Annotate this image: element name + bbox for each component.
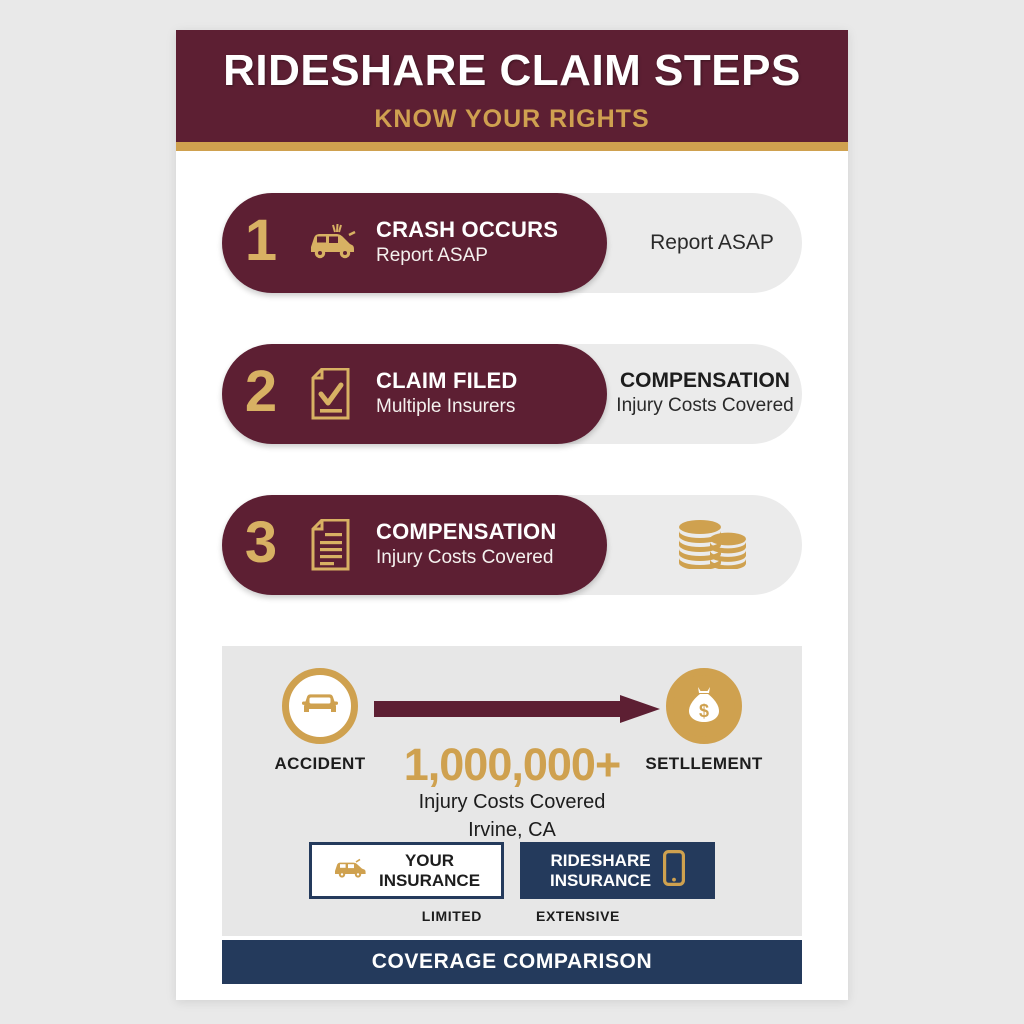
stat-line-2: Irvine, CA <box>468 819 556 841</box>
step-number-1: 1 <box>244 208 278 273</box>
smartphone-icon <box>663 850 686 891</box>
step-row-2: COMPENSATION Injury Costs Covered 2 CLAI… <box>222 344 802 444</box>
step-ghost-title-2: COMPENSATION <box>620 369 790 393</box>
step-pill-1[interactable]: 1 <box>222 193 607 293</box>
rideshare-insurance-label: RIDESHARE INSURANCE <box>550 851 651 890</box>
step-desc-2: Multiple Insurers <box>376 396 516 418</box>
footer-label: COVERAGE COMPARISON <box>371 950 653 973</box>
step-text-3: COMPENSATION Injury Costs Covered <box>362 519 557 570</box>
step-desc-3: Injury Costs Covered <box>376 547 554 569</box>
rideshare-insurance-caption: EXTENSIVE <box>536 908 620 924</box>
your-insurance-line-2: INSURANCE <box>378 870 481 890</box>
insurance-compare-row: YOUR INSURANCE RIDESHARE INSURANCE <box>222 842 802 899</box>
your-insurance-caption: LIMITED <box>421 908 482 924</box>
step-row-1: Report ASAP 1 <box>222 193 802 293</box>
coin-stacks-icon <box>676 517 748 574</box>
footer-bar: COVERAGE COMPARISON <box>222 940 802 984</box>
step-text-2: CLAIM FILED Multiple Insurers <box>362 368 518 419</box>
page-subtitle: KNOW YOUR RIGHTS <box>374 105 650 133</box>
step-ghost-content-1: Report ASAP <box>622 193 802 293</box>
step-ghost-desc-2: Injury Costs Covered <box>616 395 794 417</box>
car-front-icon <box>300 690 340 723</box>
steps-list: Report ASAP 1 <box>176 151 848 595</box>
step-title-3: COMPENSATION <box>376 519 557 545</box>
settlement-label: SETLLEMENT <box>645 754 763 773</box>
poster-header: RIDESHARE CLAIM STEPS KNOW YOUR RIGHTS <box>176 30 848 142</box>
document-lines-icon <box>300 519 362 571</box>
infographic-poster: RIDESHARE CLAIM STEPS KNOW YOUR RIGHTS R… <box>176 30 848 1000</box>
your-insurance-box[interactable]: YOUR INSURANCE <box>309 842 504 899</box>
step-ghost-plain-1: Report ASAP <box>650 231 774 254</box>
statistic-block: 1,000,000+ Injury Costs Covered Irvine, … <box>222 742 802 843</box>
money-bag-icon: $ <box>685 684 723 729</box>
stat-line-1: Injury Costs Covered <box>418 791 606 813</box>
car-side-icon <box>333 857 367 884</box>
step-pill-2[interactable]: 2 CLAIM FILED Multiple Insurers <box>222 344 607 444</box>
gold-divider <box>176 142 848 151</box>
settlement-icon-badge: $ <box>666 668 742 744</box>
stat-number: 1,000,000+ <box>403 739 621 790</box>
accident-to-settlement-flow: $ ACCIDENT SETLLEMENT <box>222 646 802 776</box>
step-row-3: 3 COMPENSATION Injury Costs Covered <box>222 495 802 595</box>
step-ghost-content-2: COMPENSATION Injury Costs Covered <box>612 344 798 444</box>
document-check-icon <box>300 368 362 420</box>
coverage-captions: LIMITED EXTENSIVE <box>222 908 802 924</box>
step-number-2: 2 <box>244 359 278 424</box>
accident-icon-badge <box>282 668 358 744</box>
accident-label: ACCIDENT <box>274 754 366 773</box>
right-arrow-icon <box>374 695 660 723</box>
step-number-3: 3 <box>244 510 278 575</box>
step-title-2: CLAIM FILED <box>376 368 518 394</box>
crashed-car-icon <box>300 223 362 263</box>
your-insurance-label: YOUR INSURANCE <box>379 851 480 890</box>
step-desc-1: Report ASAP <box>376 245 488 267</box>
page-title: RIDESHARE CLAIM STEPS <box>223 46 801 95</box>
svg-text:$: $ <box>699 701 709 721</box>
step-title-1: CRASH OCCURS <box>376 217 559 243</box>
step-ghost-content-3 <box>622 495 802 595</box>
rideshare-insurance-box[interactable]: RIDESHARE INSURANCE <box>520 842 715 899</box>
rideshare-insurance-line-2: INSURANCE <box>549 870 652 890</box>
your-insurance-line-1: YOUR <box>404 850 455 870</box>
rideshare-insurance-line-1: RIDESHARE <box>550 850 651 870</box>
step-text-1: CRASH OCCURS Report ASAP <box>362 217 559 268</box>
comparison-panel: $ ACCIDENT SETLLEMENT 1,000,000+ Injury … <box>222 646 802 936</box>
step-pill-3[interactable]: 3 COMPENSATION Injury Costs Covered <box>222 495 607 595</box>
